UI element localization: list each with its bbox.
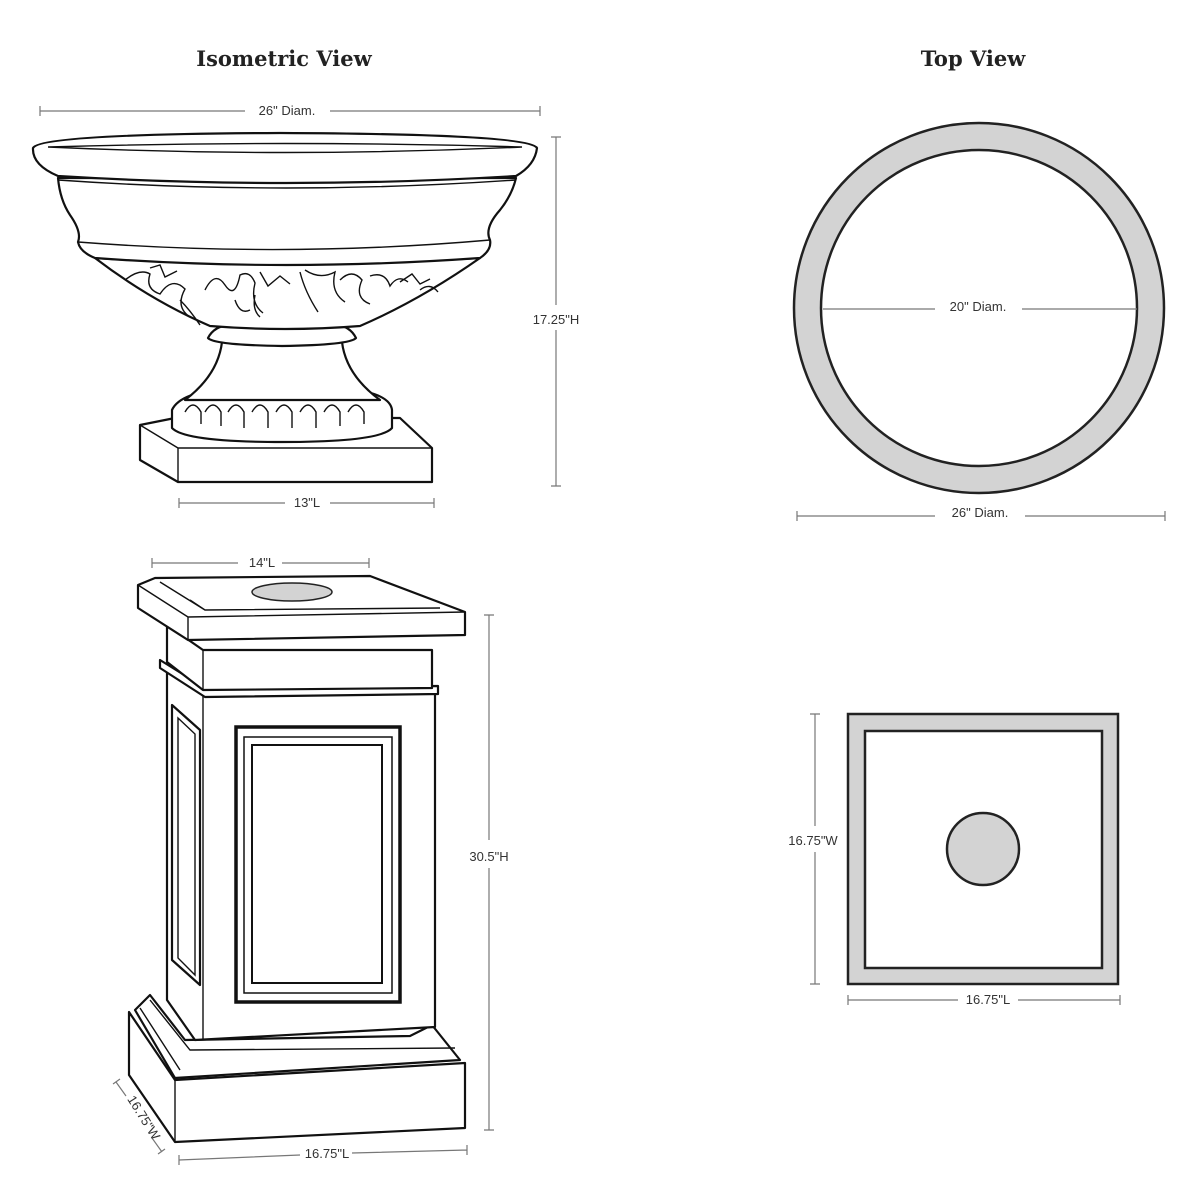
bowl-inner-diameter-label: 20" Diam.: [950, 299, 1007, 314]
pedestal-height-label: 30.5"H: [469, 849, 508, 864]
bowl-diameter-dimension: 26" Diam.: [39, 103, 541, 118]
bowl-diameter-label: 26" Diam.: [259, 103, 316, 118]
bowl-top-view-drawing: [792, 121, 1166, 495]
bowl-outer-diameter-label: 26" Diam.: [952, 505, 1009, 520]
bowl-height-label: 17.25"H: [533, 312, 580, 327]
bowl-height-dimension: 17.25"H: [533, 136, 580, 487]
pedestal-height-dimension: 30.5"H: [469, 614, 509, 1131]
pedestal-top-width-dimension: 16.75"W: [788, 713, 838, 985]
pedestal-top-length-dimension-topview: 16.75"L: [847, 992, 1121, 1007]
top-view-title: Top View: [921, 46, 1026, 71]
pedestal-top-width-label: 16.75"W: [788, 833, 838, 848]
pedestal-isometric-drawing: [127, 574, 467, 1144]
pedestal-top-length-label-topview: 16.75"L: [966, 992, 1010, 1007]
pedestal-base-length-dimension: 16.75"L: [178, 1145, 468, 1165]
bowl-outer-diameter-dimension: 26" Diam.: [796, 505, 1166, 521]
pedestal-top-length-dimension: 14"L: [151, 555, 370, 570]
bowl-isometric-drawing: [31, 131, 539, 484]
isometric-view-title: Isometric View: [196, 46, 372, 71]
pedestal-top-length-label: 14"L: [249, 555, 275, 570]
bowl-base-length-label: 13"L: [294, 495, 320, 510]
pedestal-base-length-label: 16.75"L: [305, 1146, 349, 1161]
bowl-inner-diameter-dimension: 20" Diam.: [823, 299, 1137, 314]
bowl-base-length-dimension: 13"L: [178, 495, 435, 510]
pedestal-top-view-drawing: [846, 712, 1120, 986]
